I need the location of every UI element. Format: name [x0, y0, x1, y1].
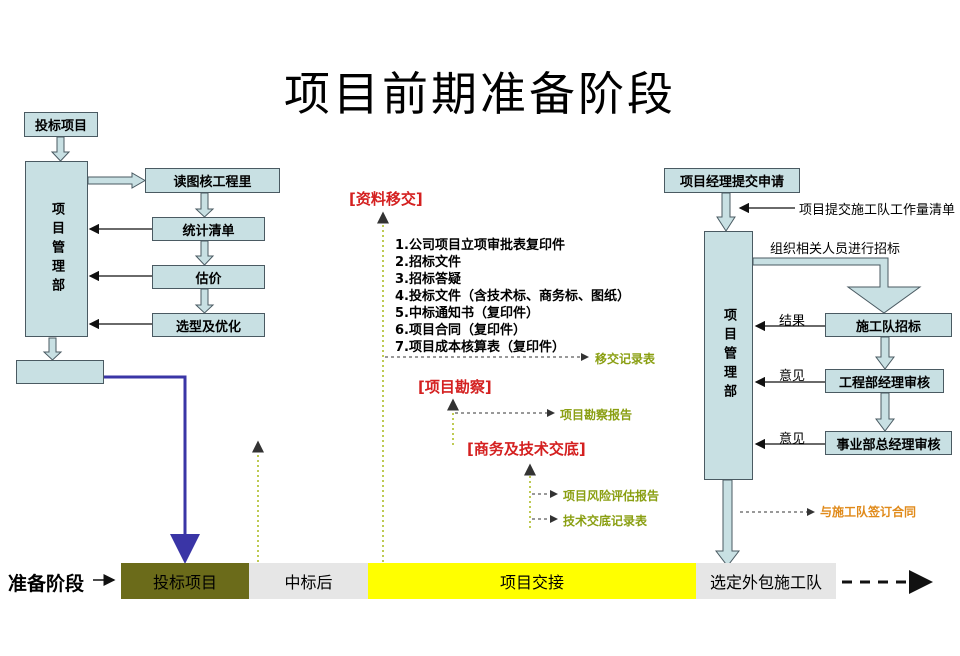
risk-assessment-output: 项目风险评估报告	[563, 489, 660, 503]
hollow-arrow-down	[875, 392, 895, 432]
result-label: 结果	[779, 314, 806, 329]
handover-item: 1.公司项目立项审批表复印件	[395, 238, 565, 253]
handover-list: 1.公司项目立项审批表复印件 2.招标文件 3.招标答疑 4.投标文件（含技术标…	[395, 237, 630, 356]
step-read-drawings: 读图核工程里	[145, 168, 280, 193]
handover-record-output: 移交记录表	[595, 352, 656, 366]
hollow-arrow-down	[194, 240, 215, 266]
eng-manager-review-box: 工程部经理审核	[825, 369, 944, 393]
opinion-label: 意见	[779, 369, 806, 384]
pm-apply-box: 项目经理提交申请	[664, 168, 800, 193]
organize-bidding-note: 组织相关人员进行招标	[770, 242, 901, 257]
handover-item: 2.招标文件	[395, 255, 461, 270]
tech-briefing-output: 技术交底记录表	[563, 514, 648, 528]
project-management-dept-right: 项目管理部	[704, 231, 753, 480]
hollow-arrow-down	[194, 288, 215, 314]
handover-item: 7.项目成本核算表（复印件）	[395, 340, 565, 355]
opinion-label: 意见	[779, 432, 806, 447]
project-management-dept-left: 项目管理部	[25, 161, 88, 337]
hollow-arrow-down	[875, 336, 895, 370]
hollow-arrow-right	[87, 172, 147, 189]
hollow-arrow-down	[50, 136, 71, 162]
timeline-segment-select-subcontractor: 选定外包施工队	[696, 563, 836, 599]
timeline-segment-bidding: 投标项目	[121, 563, 249, 599]
handover-item: 5.中标通知书（复印件）	[395, 306, 539, 321]
handover-item: 4.投标文件（含技术标、商务标、图纸）	[395, 289, 630, 304]
timeline-segment-after-award: 中标后	[249, 563, 368, 599]
step-estimate: 估价	[152, 265, 265, 289]
submit-workload-note: 项目提交施工队工作量清单	[799, 203, 956, 218]
bid-project-box: 投标项目	[24, 112, 98, 137]
sign-contract-note: 与施工队签订合同	[820, 505, 917, 519]
handover-item: 6.项目合同（复印件）	[395, 323, 526, 338]
survey-heading: [项目勘察]	[418, 378, 492, 396]
blue-arrow	[104, 375, 200, 564]
timeline-segment-handover: 项目交接	[368, 563, 696, 599]
division-gm-review-box: 事业部总经理审核	[825, 431, 952, 455]
survey-report-output: 项目勘察报告	[560, 408, 633, 422]
handover-item: 3.招标答疑	[395, 272, 461, 287]
team-bidding-box: 施工队招标	[825, 313, 952, 337]
hollow-arrow-down	[714, 479, 741, 567]
handover-heading: [资料移交]	[349, 190, 423, 208]
hollow-arrow-down	[716, 192, 736, 232]
blank-box	[16, 360, 104, 384]
step-selection-optimization: 选型及优化	[152, 313, 265, 337]
hollow-arrow-down	[42, 337, 63, 361]
page-title: 项目前期准备阶段	[284, 67, 676, 121]
step-bill-of-quantities: 统计清单	[152, 217, 265, 241]
hollow-arrow-down	[194, 192, 215, 218]
commercial-heading: [商务及技术交底]	[467, 440, 586, 458]
big-hollow-arrow	[752, 257, 922, 314]
stage-label: 准备阶段	[8, 573, 85, 595]
